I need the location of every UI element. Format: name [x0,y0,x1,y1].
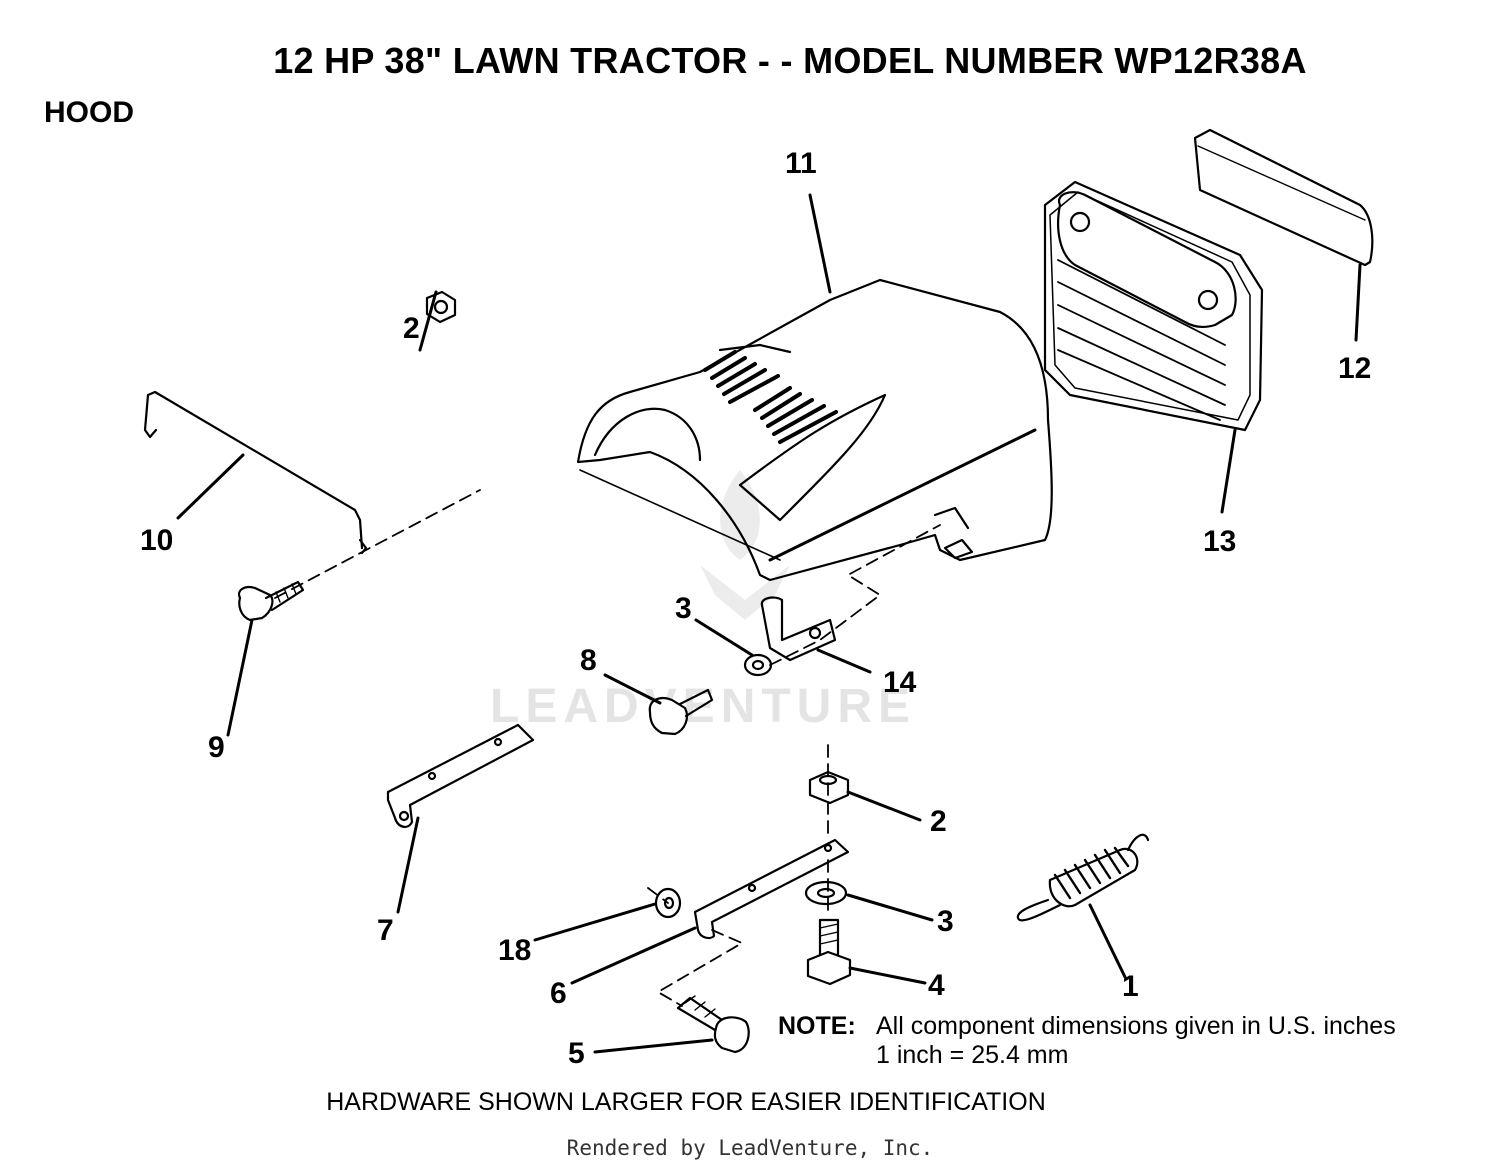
bolt-part-9 [237,580,305,622]
grille-part [1043,180,1264,432]
strap-part-6 [693,838,850,940]
callout-8: 8 [580,644,597,677]
callout-2-lower: 2 [930,805,947,838]
note-line-1: All component dimensions given in U.S. i… [876,1012,1396,1040]
callout-13: 13 [1203,525,1236,558]
bolt-part-4 [806,918,852,986]
note-line-2: 1 inch = 25.4 mm [876,1041,1069,1069]
section-title: HOOD [44,96,134,129]
callout-18: 18 [498,934,531,967]
callout-11: 11 [785,147,817,180]
callout-2-upper: 2 [403,312,420,345]
callout-7: 7 [377,914,394,947]
spring-part [1016,833,1150,922]
note-block: NOTE: All component dimensions given in U… [778,1012,1396,1070]
diagram-title: 12 HP 38" LAWN TRACTOR - - MODEL NUMBER … [273,40,1307,81]
hood-part [576,278,1053,582]
callout-3-upper: 3 [675,592,692,625]
callout-4: 4 [928,969,945,1002]
rendered-by: Rendered by LeadVenture, Inc. [566,1136,934,1160]
callout-12: 12 [1338,352,1371,385]
note-label: NOTE: [778,1012,856,1040]
washer-part-lower [804,880,848,906]
callout-9: 9 [208,731,225,764]
callout-3-lower: 3 [937,905,954,938]
hinge-bracket-part [760,596,837,662]
emblem-part [1193,128,1374,267]
bracket-part-7 [386,723,535,828]
bolt-part-8 [648,688,714,736]
bolt-part-5 [676,995,750,1054]
callout-labels: 11 12 13 2 10 9 3 8 14 2 7 3 18 6 4 1 5 [140,147,1371,1070]
nut-part-lower [808,770,850,805]
leader-lines [176,193,1362,1054]
callout-14: 14 [883,666,917,699]
callout-6: 6 [550,977,567,1010]
hood-rod-part [143,390,368,555]
callout-5: 5 [568,1037,585,1070]
washer-part-upper [743,653,773,677]
hardware-note: HARDWARE SHOWN LARGER FOR EASIER IDENTIF… [326,1088,1046,1116]
callout-1: 1 [1122,970,1139,1003]
callout-10: 10 [140,524,173,557]
assembly-lines [274,489,941,1007]
